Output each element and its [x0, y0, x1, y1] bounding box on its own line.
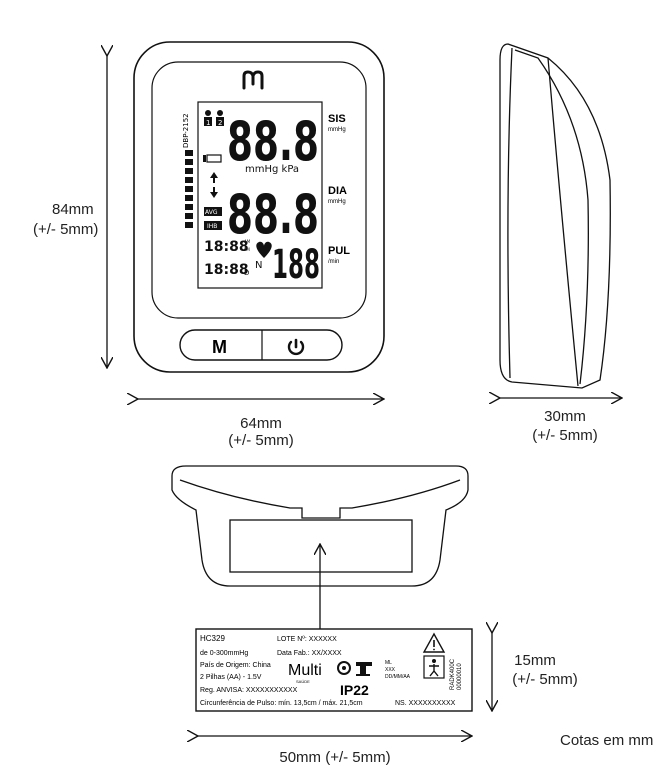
height-value: 84mm	[52, 201, 94, 218]
label-serial-vertical-1: RADK400C	[450, 658, 456, 690]
dia-label: DIA	[328, 185, 347, 197]
width-tolerance: (+/- 5mm)	[228, 432, 293, 449]
warning-triangle-icon	[422, 632, 446, 653]
avg-indicator	[204, 207, 222, 216]
systolic-digits: 88.8	[227, 110, 319, 173]
depth-tolerance: (+/- 5mm)	[532, 427, 597, 444]
arrow-up-icon	[210, 172, 218, 183]
bf-applied-part-icon	[423, 655, 445, 679]
n-letter: N	[255, 260, 262, 271]
label-ns: NS. XXXXXXXXXX	[395, 700, 456, 707]
label-ip-rating: IP22	[340, 682, 369, 698]
clock-digits-2: 18:88	[204, 262, 249, 278]
svg-text:2: 2	[218, 119, 222, 127]
battery-tip-icon	[203, 155, 206, 162]
label-origin: País de Origem: China	[200, 662, 271, 669]
label-circumference: Circunferência de Pulso: mín. 13,5cm / m…	[200, 700, 363, 707]
lcd-screen	[197, 101, 323, 289]
label-ml: ML	[385, 660, 392, 666]
label-batteries: 2 Pilhas (AA) - 1.5V	[200, 674, 262, 681]
pressure-level-bars	[185, 150, 193, 228]
battery-icon	[206, 154, 222, 163]
height-tolerance: (+/- 5mm)	[33, 221, 98, 238]
sis-unit: mmHg	[328, 127, 346, 133]
label-date-format: DD/MM/AA	[385, 674, 411, 680]
pm-label: PM	[244, 247, 250, 252]
label-model: HC329	[200, 634, 225, 643]
brand-logo	[242, 70, 264, 90]
pressure-units: mmHg kPa	[245, 164, 299, 175]
pulse-digits: 188	[272, 242, 320, 288]
width-value: 64mm	[240, 415, 282, 432]
device-inner-frame	[151, 61, 367, 319]
depth-value: 30mm	[544, 408, 586, 425]
bottom-view	[171, 465, 469, 630]
d-letter: D	[244, 269, 249, 277]
label-height-value: 15mm	[514, 652, 556, 669]
product-label: HC329 LOTE Nº: XXXXXX de 0-300mmHg Data …	[195, 628, 473, 712]
label-area-outline	[229, 519, 413, 573]
label-data-fab: Data Fab.: XX/XXXX	[277, 650, 342, 657]
label-anvisa: Reg. ANVISA: XXXXXXXXXXX	[200, 687, 298, 694]
label-xxx: XXX	[385, 667, 396, 673]
memory-button[interactable]: M	[212, 337, 227, 357]
label-range: de 0-300mmHg	[200, 650, 248, 657]
dia-unit: mmHg	[328, 199, 346, 205]
pul-label: PUL	[328, 245, 350, 257]
button-bar	[179, 329, 343, 361]
heart-icon	[256, 241, 272, 258]
side-view	[500, 43, 622, 398]
arrow-down-icon	[210, 187, 218, 198]
ihb-indicator	[204, 221, 222, 230]
front-view: DBP-2152 1 2 AVG IHB 88.8 mmHg kPa 88.	[33, 41, 384, 449]
svg-text:IHB: IHB	[207, 223, 217, 230]
diastolic-digits: 88.8	[227, 183, 319, 246]
power-button[interactable]	[287, 338, 305, 356]
svg-text:AVG: AVG	[205, 209, 218, 216]
model-side-label: DBP-2152	[182, 113, 190, 148]
user-icons: 1 2	[204, 110, 224, 127]
label-height-tolerance: (+/- 5mm)	[512, 671, 577, 688]
units-note: Cotas em mm	[560, 732, 653, 749]
am-label: AM	[244, 239, 251, 244]
label-lote: LOTE Nº: XXXXXX	[277, 636, 337, 643]
svg-text:1: 1	[206, 119, 210, 127]
manufacturer-symbol-icon	[356, 662, 372, 676]
sis-label: SIS	[328, 113, 346, 125]
type-bf-symbol-icon	[337, 661, 351, 675]
label-width-value: 50mm (+/- 5mm)	[279, 749, 390, 766]
label-brand-sub: SAÚDE	[296, 679, 310, 684]
label-brand-logo: Multi	[288, 662, 322, 679]
clock-digits-1: 18:88	[204, 239, 249, 255]
pul-unit: /min	[328, 259, 339, 265]
label-serial-vertical-2: 00000010	[457, 663, 463, 690]
